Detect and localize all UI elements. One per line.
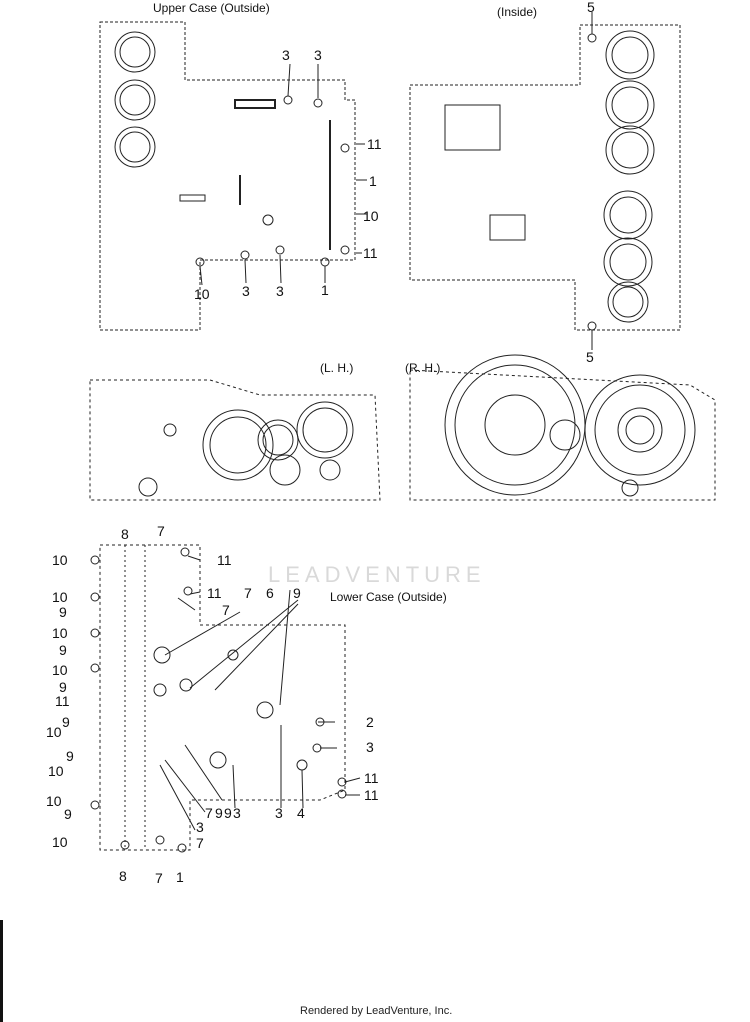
callout-number: 6	[266, 585, 274, 601]
callout-number: 11	[217, 552, 232, 568]
callout-number: 7	[196, 835, 204, 851]
callout-number: 9	[293, 585, 301, 601]
callout-number: 4	[297, 805, 305, 821]
callout-number: 10	[194, 286, 210, 302]
title-upper-case-outside: Upper Case (Outside)	[153, 1, 270, 15]
callout-number: 1	[176, 869, 184, 885]
callout-number: 3	[314, 47, 322, 63]
callout-number: 10	[52, 662, 68, 678]
callout-number: 3	[242, 283, 250, 299]
callout-number: 7	[244, 585, 252, 601]
callout-number: 9	[62, 714, 70, 730]
callout-number: 8	[121, 526, 129, 542]
callout-number: 3	[196, 819, 204, 835]
lower-case-outside-drawing	[90, 544, 361, 853]
callout-number: 10	[52, 552, 68, 568]
callout-number: 9	[59, 604, 67, 620]
callout-number: 5	[586, 349, 594, 365]
callout-number: 7	[205, 805, 213, 821]
callout-number: 10	[52, 834, 68, 850]
upper-case-outside-drawing	[99, 21, 367, 331]
callout-number: 2	[366, 714, 374, 730]
callout-number: 1	[369, 173, 377, 189]
callout-number: 10	[46, 793, 62, 809]
callout-number: 11	[363, 245, 378, 261]
callout-number: 9	[224, 805, 232, 821]
callout-number: 3	[233, 805, 241, 821]
callout-number: 5	[587, 0, 595, 15]
page-edge-bar	[0, 920, 3, 1022]
left-hand-side-drawing	[89, 379, 381, 501]
right-hand-side-drawing	[409, 354, 716, 501]
callout-number: 11	[367, 136, 382, 152]
callout-number: 10	[52, 589, 68, 605]
callout-number: 11	[364, 770, 379, 786]
title-left-hand: (L. H.)	[320, 361, 354, 375]
callout-number: 10	[46, 724, 62, 740]
callout-number: 3	[366, 739, 374, 755]
callout-number: 9	[66, 748, 74, 764]
callout-number: 8	[119, 868, 127, 884]
callout-number: 7	[155, 870, 163, 886]
callout-number: 10	[48, 763, 64, 779]
title-lower-case-outside: Lower Case (Outside)	[330, 590, 447, 604]
callout-number: 3	[275, 805, 283, 821]
callout-number: 10	[52, 625, 68, 641]
upper-case-inside-drawing	[409, 12, 681, 350]
callout-number: 9	[215, 805, 223, 821]
title-right-hand: (R. H.)	[405, 361, 441, 375]
watermark: LEADVENTURE	[268, 562, 486, 587]
callout-number: 3	[282, 47, 290, 63]
callout-number: 9	[64, 806, 72, 822]
callout-number: 11	[364, 787, 379, 803]
footer-credit: Rendered by LeadVenture, Inc.	[300, 1005, 453, 1017]
callout-number: 9	[59, 642, 67, 658]
callout-number: 9	[59, 679, 67, 695]
callout-number: 1	[321, 282, 329, 298]
callout-number: 7	[222, 602, 230, 618]
title-inside: (Inside)	[497, 5, 538, 19]
callout-number: 3	[276, 283, 284, 299]
callout-number: 11	[55, 693, 70, 709]
callout-number: 7	[157, 523, 165, 539]
callout-number: 10	[363, 208, 379, 224]
callout-number: 11	[207, 585, 222, 601]
